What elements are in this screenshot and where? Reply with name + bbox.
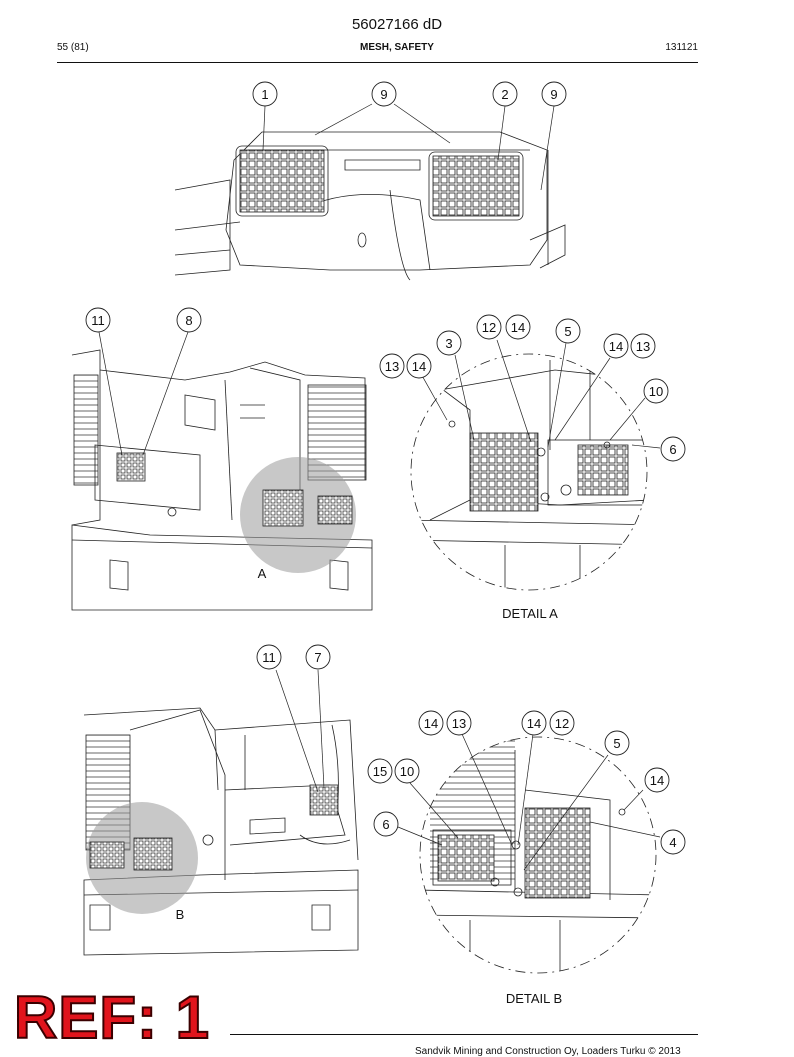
svg-text:11: 11: [262, 650, 276, 665]
callout-bubble: 11: [85, 307, 111, 333]
figure2-meshes: [262, 489, 353, 527]
svg-text:5: 5: [613, 736, 620, 751]
svg-text:13: 13: [385, 359, 399, 374]
svg-text:2: 2: [501, 87, 508, 102]
callout-bubble: 14: [406, 353, 432, 379]
svg-text:8: 8: [185, 313, 192, 328]
footer-rule: [230, 1034, 698, 1035]
detail-b-marker: B: [176, 907, 185, 922]
figure1-drawing: [174, 131, 566, 281]
detail-b-drawing: [420, 740, 656, 973]
svg-text:14: 14: [412, 359, 426, 374]
callout-bubble: 14: [603, 333, 629, 359]
header-rule: [57, 62, 698, 63]
callout-bubble: 5: [604, 730, 630, 756]
svg-text:14: 14: [424, 716, 438, 731]
callout-bubble: 6: [660, 436, 686, 462]
figure3-leaders: [275, 669, 325, 793]
callout-bubble: 2: [492, 81, 518, 107]
svg-text:6: 6: [669, 442, 676, 457]
figure2-leaders: [98, 331, 189, 456]
svg-text:5: 5: [564, 324, 571, 339]
callout-bubble: 13: [446, 710, 472, 736]
callout-bubble: 3: [436, 330, 462, 356]
callout-bubble: 12: [549, 710, 575, 736]
svg-text:10: 10: [400, 764, 414, 779]
callout-bubble: 14: [505, 314, 531, 340]
detail-a-drawing: [411, 360, 647, 590]
svg-text:15: 15: [373, 764, 387, 779]
callout-bubble: 5: [555, 318, 581, 344]
svg-text:10: 10: [649, 384, 663, 399]
callout-bubble: 13: [379, 353, 405, 379]
callout-bubble: 14: [418, 710, 444, 736]
callout-bubble: 11: [256, 644, 282, 670]
svg-text:9: 9: [380, 87, 387, 102]
callout-bubble: 14: [521, 710, 547, 736]
svg-text:11: 11: [91, 313, 105, 328]
callout-bubble: 7: [305, 644, 331, 670]
svg-text:13: 13: [636, 339, 650, 354]
callout-bubble: 15: [367, 758, 393, 784]
callout-bubble: 1: [252, 81, 278, 107]
svg-text:3: 3: [445, 336, 452, 351]
ref-stamp: REF: 1: [13, 984, 211, 1051]
callout-bubble: 4: [660, 829, 686, 855]
detail-b-leaders: [397, 733, 661, 871]
svg-text:7: 7: [314, 650, 321, 665]
svg-text:1: 1: [261, 87, 268, 102]
figure3-meshes: [89, 837, 173, 871]
svg-text:14: 14: [609, 339, 623, 354]
svg-text:12: 12: [555, 716, 569, 731]
section-title: MESH, SAFETY: [360, 42, 434, 53]
figure2-drawing: [71, 349, 373, 611]
detail-b-label: DETAIL B: [506, 991, 562, 1006]
callout-bubble: 6: [373, 811, 399, 837]
callout-bubble: 9: [541, 81, 567, 107]
callout-bubble: 13: [630, 333, 656, 359]
document-number: 56027166 dD: [351, 16, 443, 33]
svg-text:14: 14: [527, 716, 541, 731]
footer-copyright: Sandvik Mining and Construction Oy, Load…: [415, 1046, 681, 1057]
svg-text:13: 13: [452, 716, 466, 731]
figure1-leaders: [262, 103, 555, 191]
svg-text:14: 14: [650, 773, 664, 788]
date-code: 131121: [665, 42, 698, 53]
svg-text:6: 6: [382, 817, 389, 832]
callout-bubble: 8: [176, 307, 202, 333]
svg-text:14: 14: [511, 320, 525, 335]
svg-text:9: 9: [550, 87, 557, 102]
detail-a-label: DETAIL A: [502, 606, 558, 621]
svg-text:12: 12: [482, 320, 496, 335]
page-number: 55 (81): [57, 42, 89, 53]
callout-bubble: 12: [476, 314, 502, 340]
svg-text:4: 4: [669, 835, 676, 850]
detail-a-leaders: [419, 339, 661, 449]
callout-bubble: 9: [371, 81, 397, 107]
detail-a-marker: A: [258, 566, 267, 581]
callout-bubble: 10: [643, 378, 669, 404]
callout-bubble: 14: [644, 767, 670, 793]
callout-bubble: 10: [394, 758, 420, 784]
